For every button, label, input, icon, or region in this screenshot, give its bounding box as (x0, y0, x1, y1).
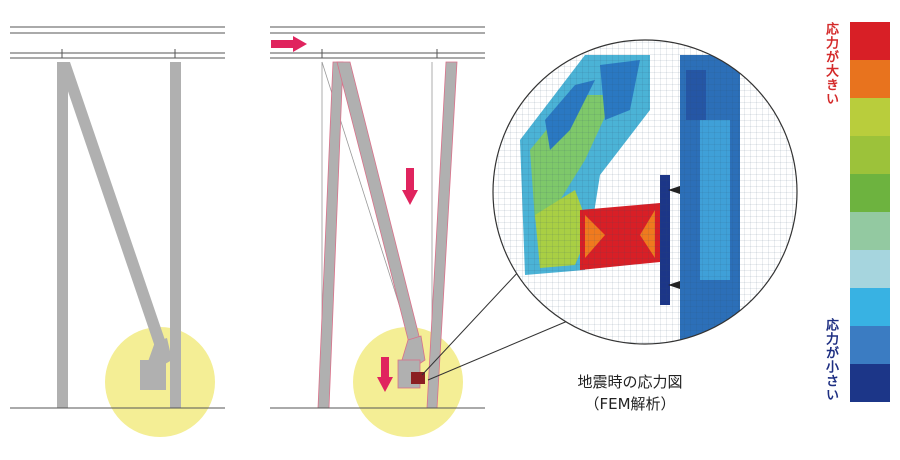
downward-arrow-lower (377, 357, 393, 392)
horizontal-force-arrow (271, 36, 307, 52)
scale-swatch (850, 174, 890, 212)
caption-subtitle: （FEM解析） (584, 395, 676, 413)
downward-arrow-upper (402, 168, 418, 205)
legend-high-label: 応力が大きい (823, 22, 838, 106)
left-damper-block (140, 360, 166, 390)
left-frame (10, 26, 225, 437)
scale-swatch (850, 326, 890, 364)
middle-diagonal-brace (336, 61, 421, 348)
scale-swatch (850, 22, 890, 60)
fem-stress-detail (493, 40, 797, 344)
scale-swatch (850, 250, 890, 288)
fem-small-arrow-lower (668, 281, 680, 289)
fem-magnifier-outline (492, 39, 798, 345)
scale-swatch (850, 60, 890, 98)
analysis-caption: 地震時の応力図 （FEM解析） (560, 371, 700, 415)
middle-damper-stress-spot (411, 372, 425, 384)
left-column-right (170, 62, 181, 408)
middle-frame (270, 26, 485, 437)
fem-small-arrow-upper (668, 186, 680, 194)
left-column-left (57, 62, 68, 408)
legend-low-label: 応力が小さい (823, 318, 838, 402)
scale-swatch (850, 212, 890, 250)
scale-swatch (850, 136, 890, 174)
scale-swatch (850, 288, 890, 326)
caption-title: 地震時の応力図 (577, 373, 683, 391)
left-diagonal-brace (58, 62, 166, 350)
scale-swatch (850, 98, 890, 136)
stress-color-scale (850, 22, 890, 402)
callout-leader (421, 269, 571, 381)
scale-swatch (850, 364, 890, 402)
